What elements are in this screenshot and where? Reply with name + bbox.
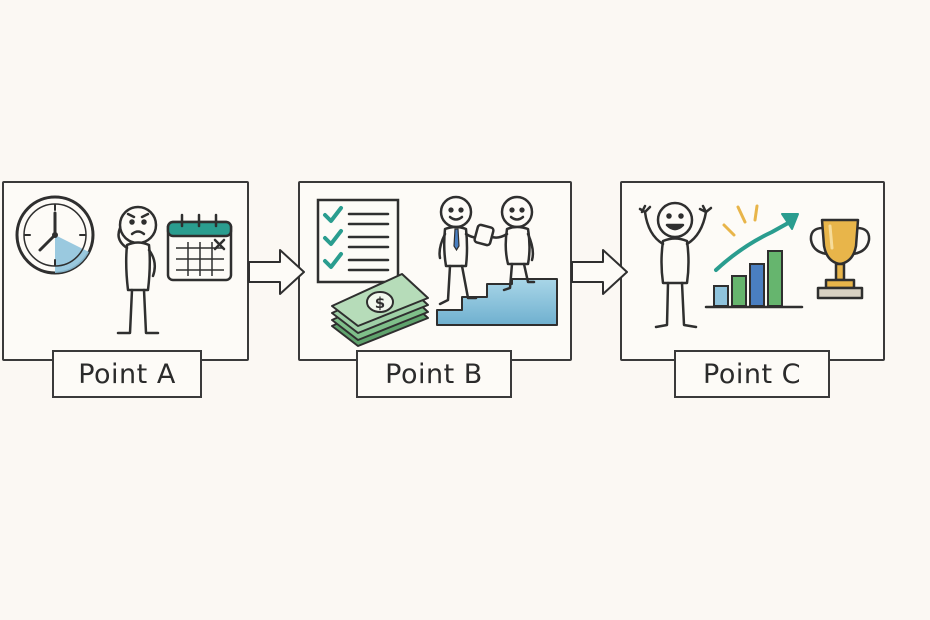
arrow-a-to-b-icon	[248, 249, 305, 295]
growth-chart-icon	[704, 204, 804, 309]
label-point-a: Point A	[52, 350, 202, 398]
label-point-b: Point B	[356, 350, 512, 398]
handshake-staircase-icon	[436, 195, 558, 326]
clock-icon	[15, 195, 95, 275]
celebrating-person-icon	[638, 201, 713, 329]
arrow-b-to-c-icon	[571, 249, 628, 295]
svg-text:$: $	[375, 294, 385, 312]
label-point-c: Point C	[674, 350, 830, 398]
trophy-icon	[809, 218, 871, 300]
calendar-icon	[166, 213, 233, 282]
money-stack-icon: $	[331, 273, 429, 347]
worried-person-icon	[116, 205, 160, 335]
checklist-icon	[316, 198, 400, 284]
